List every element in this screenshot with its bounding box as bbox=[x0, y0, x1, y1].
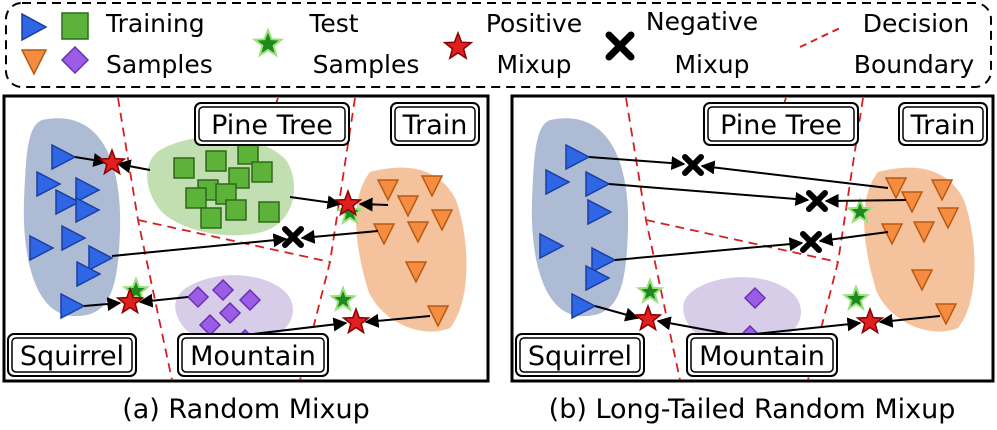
legend-boundary-line1: Decision bbox=[863, 9, 969, 38]
legend-test-line1: Test bbox=[308, 9, 358, 38]
legend: Training Samples Test Samples Positive M… bbox=[5, 2, 992, 88]
star-icon bbox=[251, 27, 285, 58]
class-labels-b: Pine Tree Train Squirrel Mountain bbox=[515, 102, 988, 377]
star-icon bbox=[333, 188, 363, 217]
positive-mixup-a bbox=[97, 147, 371, 335]
label-mountain-a: Mountain bbox=[190, 341, 316, 372]
squirrel-samples-b bbox=[539, 143, 617, 320]
star-icon bbox=[328, 285, 358, 313]
star-icon bbox=[845, 197, 875, 225]
pine-square-icon bbox=[61, 12, 89, 40]
squirrel-samples-a bbox=[29, 143, 114, 320]
star-icon bbox=[442, 30, 474, 61]
legend-training-line1: Training bbox=[105, 9, 205, 38]
boundary-dash-icon bbox=[799, 27, 841, 48]
star-icon bbox=[633, 303, 663, 332]
label-pine-tree-b: Pine Tree bbox=[720, 110, 842, 141]
star-icon bbox=[115, 286, 145, 315]
label-pine-tree-a: Pine Tree bbox=[211, 110, 333, 141]
legend-test-line2: Samples bbox=[313, 50, 420, 79]
star-icon bbox=[121, 276, 151, 304]
negative-mixup-a bbox=[282, 226, 304, 248]
star-icon bbox=[855, 306, 885, 335]
legend-positive-line2: Mixup bbox=[496, 50, 571, 79]
negative-mixup-b bbox=[682, 154, 828, 253]
legend-negative-line2: Mixup bbox=[674, 50, 749, 79]
train-samples-a bbox=[372, 175, 454, 328]
label-squirrel-b: Squirrel bbox=[528, 341, 632, 372]
legend-positive-line1: Positive bbox=[486, 9, 582, 38]
squirrel-region-b bbox=[531, 118, 629, 317]
star-icon bbox=[341, 306, 371, 335]
label-train-a: Train bbox=[402, 110, 468, 141]
caption-b: (b) Long-Tailed Random Mixup bbox=[549, 394, 956, 425]
legend-frame bbox=[5, 2, 992, 88]
panel-long-tailed-mixup: Pine Tree Train Squirrel Mountain (b) Lo… bbox=[510, 94, 995, 425]
positive-star-icon bbox=[442, 30, 474, 61]
train-triangle-icon bbox=[20, 49, 48, 76]
legend-negative-line1: Negative bbox=[646, 7, 758, 36]
caption-a: (a) Random Mixup bbox=[122, 394, 370, 425]
positive-mixup-b bbox=[633, 303, 885, 335]
panel-random-mixup: Pine Tree Train Squirrel Mountain (a) Ra… bbox=[2, 94, 490, 425]
class-labels-a: Pine Tree Train Squirrel Mountain bbox=[7, 102, 480, 377]
legend-training-line2: Samples bbox=[106, 50, 213, 79]
negative-cross-icon bbox=[605, 31, 635, 61]
star-icon bbox=[841, 284, 871, 312]
mixup-arrows-b bbox=[588, 156, 941, 338]
mountain-diamond-icon bbox=[60, 45, 90, 75]
label-squirrel-a: Squirrel bbox=[20, 341, 124, 372]
test-star-icon bbox=[251, 27, 285, 58]
star-icon bbox=[635, 277, 665, 305]
label-train-b: Train bbox=[910, 110, 976, 141]
legend-boundary-line2: Boundary bbox=[854, 50, 975, 79]
test-samples-b bbox=[635, 197, 875, 312]
squirrel-triangle-icon bbox=[21, 12, 48, 42]
label-mountain-b: Mountain bbox=[699, 341, 825, 372]
mixup-arrows-a bbox=[74, 153, 431, 336]
pine-samples-a bbox=[173, 143, 280, 229]
star-icon bbox=[97, 147, 127, 176]
train-samples-b bbox=[880, 177, 960, 326]
train-region bbox=[356, 167, 467, 332]
